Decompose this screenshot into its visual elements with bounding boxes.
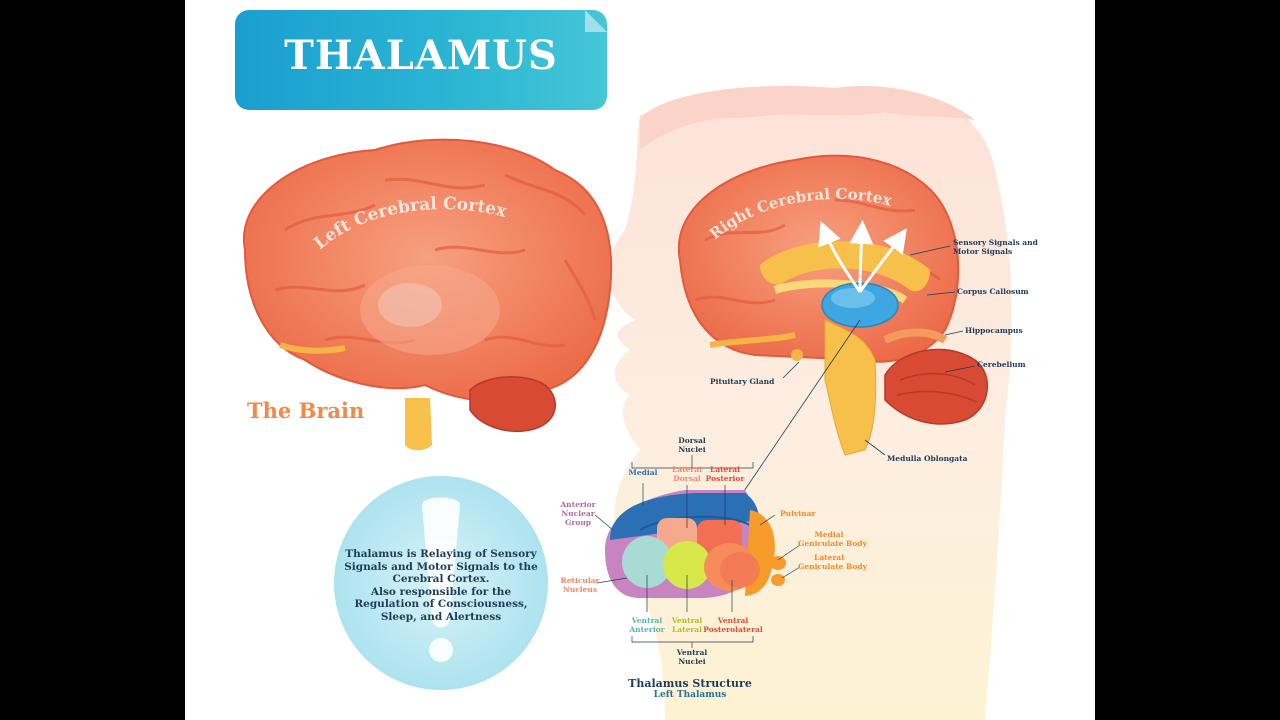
label-hippocampus: Hippocampus: [965, 326, 1023, 335]
diagram-artwork: Left Cerebral Cortex Right Cerebral Cort…: [242, 85, 1012, 720]
infographic-canvas: THALAMUS: [185, 0, 1095, 720]
label-corpus-callosum: Corpus Callosum: [957, 287, 1029, 296]
left-brain: [242, 138, 613, 451]
info-text: Thalamus is Relaying of Sensory Signals …: [344, 548, 538, 623]
right-brain-leaders: [739, 245, 976, 498]
label-medial: Medial: [628, 468, 658, 477]
exclamation-icon: [422, 497, 460, 628]
label-sensory-signals: Sensory Signals and Motor Signals: [953, 238, 1038, 256]
label-pituitary-gland: Pituitary Gland: [710, 377, 775, 386]
structure-title: Thalamus Structure: [628, 677, 752, 690]
structure-leaders: [594, 455, 801, 648]
label-cerebellum: Cerebellum: [977, 360, 1026, 369]
hair: [640, 85, 975, 150]
title-banner: [235, 10, 607, 110]
brain-caption: The Brain: [247, 398, 365, 423]
page-title: THALAMUS: [284, 32, 558, 79]
thalamus-structure: [605, 490, 786, 598]
structure-subtitle: Left Thalamus: [653, 690, 727, 700]
label-pulvinar: Pulvinar: [780, 509, 816, 518]
right-brain: [677, 154, 989, 456]
label-medulla-oblongata: Medulla Oblongata: [887, 454, 968, 463]
